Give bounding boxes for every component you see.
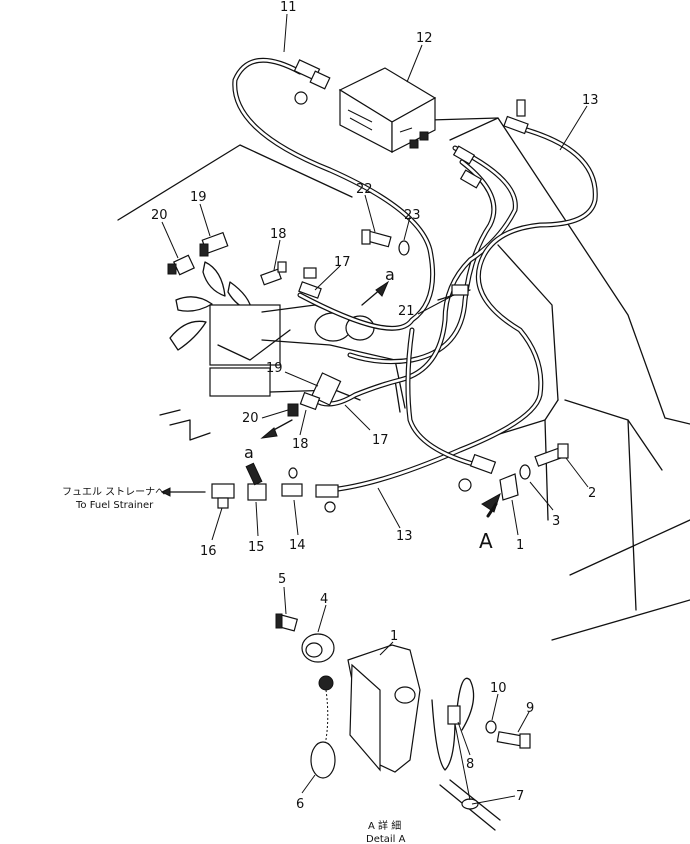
callout-23: 23 [404, 208, 421, 223]
small-parts [167, 229, 569, 509]
callout-6: 6 [296, 797, 304, 812]
callout-13b: 13 [396, 529, 413, 544]
callout-18: 18 [270, 227, 287, 242]
fittings [293, 59, 529, 513]
callout-19: 19 [190, 190, 207, 205]
callout-17: 17 [334, 255, 351, 270]
engine-fan-assembly [159, 261, 406, 441]
callout-21: 21 [398, 304, 415, 319]
callout-1b: 1 [390, 629, 398, 644]
hoses [232, 57, 598, 493]
view-mark-A: A [479, 529, 493, 553]
callout-16: 16 [200, 544, 217, 559]
callout-14: 14 [289, 538, 306, 553]
callout-18b: 18 [292, 437, 309, 452]
callout-3: 3 [552, 514, 560, 529]
fuel-strainer-note: フュエル ストレーナへ To Fuel Strainer [62, 486, 165, 511]
callout-20b: 20 [242, 411, 259, 426]
callout-5: 5 [278, 572, 286, 587]
callout-22: 22 [356, 182, 373, 197]
fuel-strainer-en: To Fuel Strainer [75, 500, 154, 511]
callout-13: 13 [582, 93, 599, 108]
callout-11: 11 [280, 0, 297, 15]
callout-7: 7 [516, 789, 524, 804]
callout-labels: 11 12 13 20 19 18 17 22 23 21 19 20 18 1… [151, 0, 599, 812]
detail-a-assembly [275, 613, 531, 831]
callout-9: 9 [526, 701, 534, 716]
callout-15: 15 [248, 540, 265, 555]
callout-20: 20 [151, 208, 168, 223]
callout-12: 12 [416, 31, 433, 46]
detail-caption: A 詳 細 Detail A [366, 819, 406, 844]
view-labels: a a A [244, 265, 493, 553]
callout-1: 1 [516, 538, 524, 553]
callout-17b: 17 [372, 433, 389, 448]
callout-2: 2 [588, 486, 596, 501]
monitor-box-12 [338, 67, 437, 153]
view-arrows [160, 280, 501, 518]
leader-lines [161, 13, 589, 805]
fuel-strainer-jp: フュエル ストレーナへ [62, 486, 165, 498]
callout-4: 4 [320, 592, 328, 607]
view-mark-a-top: a [385, 265, 395, 284]
callout-10: 10 [490, 681, 507, 696]
detail-caption-en: Detail A [366, 834, 406, 844]
callout-19b: 19 [266, 361, 283, 376]
callout-8: 8 [466, 757, 474, 772]
view-mark-a-left: a [244, 443, 254, 462]
detail-caption-jp: A 詳 細 [368, 819, 401, 832]
